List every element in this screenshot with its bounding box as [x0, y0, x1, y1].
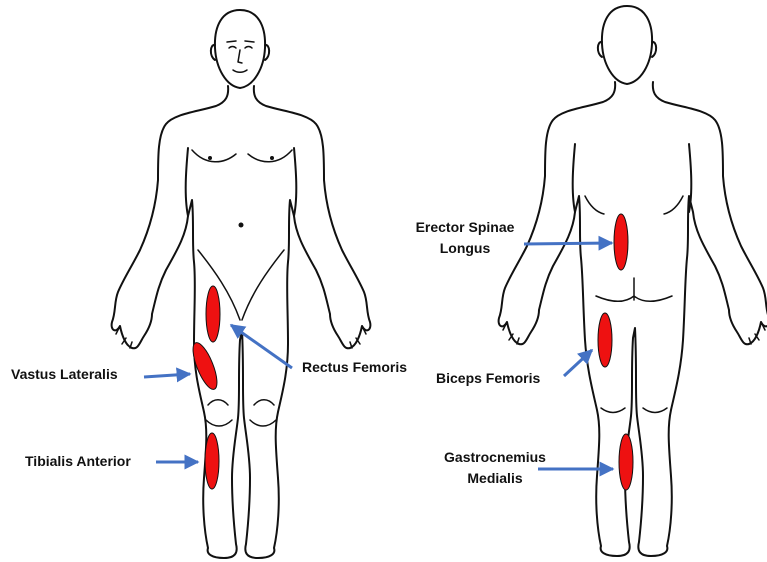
front-nipple-left: [208, 156, 212, 160]
label-tibialis-anterior: Tibialis Anterior: [25, 451, 131, 472]
front-body-outline: [112, 86, 371, 558]
back-arm-inner-left: [573, 144, 575, 212]
electrode-gastrocnemius: [619, 434, 633, 490]
label-gastrocnemius-medialis: Gastrocnemius Medialis: [436, 447, 554, 489]
front-knee-right: [250, 400, 276, 426]
back-buttocks: [596, 278, 672, 301]
electrode-biceps-femoris: [598, 313, 612, 367]
arrow-erector-spinae: [524, 243, 612, 244]
front-head: [215, 10, 265, 88]
arrow-vastus-lateralis: [144, 374, 190, 377]
electrode-vastus-lateralis: [188, 340, 222, 392]
front-pecs: [192, 150, 292, 162]
front-body-figure: [112, 10, 371, 558]
label-gastrocnemius-line1: Gastrocnemius: [436, 447, 554, 468]
electrode-rectus-femoris: [206, 286, 220, 342]
front-knee-left: [206, 400, 232, 426]
front-nipple-right: [270, 156, 274, 160]
label-erector-spinae: Erector Spinae Longus: [400, 217, 530, 259]
front-arm-inner-left: [186, 148, 188, 216]
back-knee-right: [643, 408, 667, 413]
label-biceps-femoris: Biceps Femoris: [436, 368, 540, 389]
front-navel: [239, 223, 244, 228]
front-face: [227, 41, 254, 72]
label-gastrocnemius-line2: Medialis: [436, 468, 554, 489]
label-vastus-lateralis: Vastus Lateralis: [11, 364, 118, 385]
label-erector-spinae-line2: Longus: [400, 238, 530, 259]
label-erector-spinae-line1: Erector Spinae: [400, 217, 530, 238]
front-arm-inner-right: [294, 148, 296, 216]
back-shoulder-blades: [585, 196, 683, 214]
electrode-tibialis-anterior: [205, 433, 219, 489]
back-knee-left: [601, 408, 625, 413]
back-head: [602, 6, 652, 84]
electrode-erector-spinae: [614, 214, 628, 270]
label-rectus-femoris: Rectus Femoris: [302, 357, 407, 378]
